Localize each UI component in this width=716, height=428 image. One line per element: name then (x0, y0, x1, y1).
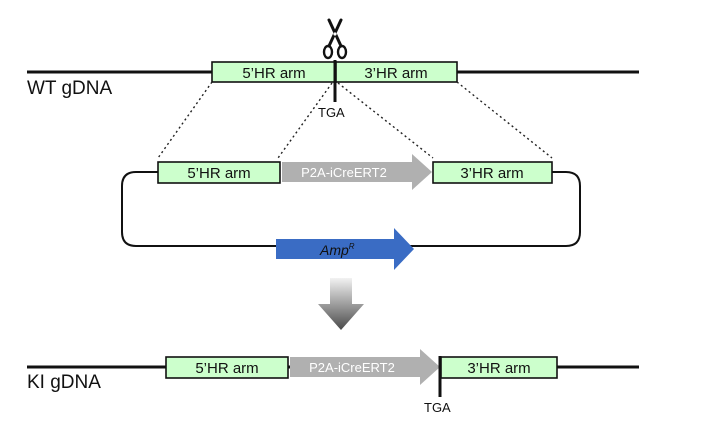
ki-insert-arrow (290, 349, 440, 385)
plasmid-5hr-arm (157, 161, 281, 184)
amp-label-sup: R (349, 242, 355, 251)
homology-projection-lines (157, 81, 553, 159)
ki-tga-label: TGA (424, 400, 451, 415)
wt-gdna-group: WT gDNA 5’HR arm 3’HR arm TGA (27, 18, 639, 120)
wt-tga-label: TGA (318, 105, 345, 120)
plasmid-3hr-arm (432, 161, 553, 184)
ki-gdna-group: KI gDNA 5’HR arm P2A-iCreERT2 3’HR arm T… (27, 349, 639, 415)
ki-gdna-label: KI gDNA (27, 372, 101, 393)
amp-label: AmpR (319, 242, 355, 258)
wt-5hr-arm-label: 5’HR arm (242, 65, 305, 82)
wt-3hr-arm-label: 3’HR arm (364, 65, 427, 82)
down-arrow-icon (318, 278, 364, 330)
amp-resistance-arrow (276, 228, 414, 270)
ki-insert-label: P2A-iCreERT2 (309, 360, 395, 375)
plasmid-insert-arrow (282, 154, 432, 190)
scissors-icon (322, 18, 348, 60)
wt-gdna-label: WT gDNA (27, 78, 112, 99)
plasmid-5hr-arm-label: 5’HR arm (187, 165, 250, 182)
plasmid-3hr-arm-label: 3’HR arm (460, 165, 523, 182)
ki-5hr-arm-label: 5’HR arm (195, 360, 258, 377)
ki-5hr-arm (165, 356, 289, 379)
ki-3hr-arm-label: 3’HR arm (467, 360, 530, 377)
amp-label-base: Amp (319, 242, 349, 258)
plasmid-group: 5’HR arm P2A-iCreERT2 3’HR arm AmpR (121, 154, 581, 270)
plasmid-insert-label: P2A-iCreERT2 (301, 165, 387, 180)
